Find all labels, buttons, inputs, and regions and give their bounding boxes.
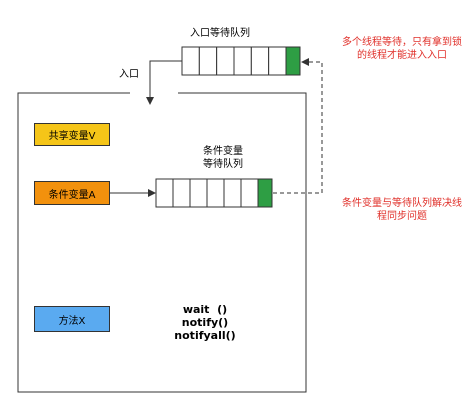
condition-queue-active-slot: [257, 178, 273, 208]
shared-variable-box: 共享变量V: [34, 123, 110, 146]
monitor-outline: [17, 92, 307, 393]
condition-variable-box: 条件变量A: [34, 181, 110, 205]
entry-queue-slot: [233, 46, 252, 76]
method-list: wait () notify() notifyall(): [160, 303, 250, 342]
method-notifyall: notifyall(): [174, 329, 236, 342]
entry-queue-slot: [250, 46, 270, 76]
note-bottom-line2: 程同步问题: [377, 211, 427, 222]
method-wait: wait (): [182, 303, 228, 316]
entry-label: 入口: [119, 69, 139, 80]
entry-arrow: [146, 60, 182, 105]
note-top-line1: 多个线程等待，只有拿到锁: [342, 37, 462, 48]
note-bottom: 条件变量与等待队列解决线 程同步问题: [332, 197, 472, 223]
note-bottom-line1: 条件变量与等待队列解决线: [342, 198, 462, 209]
entry-queue: [181, 46, 301, 76]
entry-queue-active-slot: [285, 46, 301, 76]
condition-queue-slot: [172, 178, 191, 208]
entry-queue-label: 入口等待队列: [190, 28, 250, 39]
condition-queue-label-line1: 条件变量: [203, 146, 243, 157]
condition-queue-label-line2: 等待队列: [203, 159, 243, 170]
entry-queue-slot: [181, 46, 200, 76]
note-top-line2: 的线程才能进入入口: [357, 50, 447, 61]
entry-queue-slot: [268, 46, 287, 76]
entry-queue-slot: [198, 46, 218, 76]
condition-queue-slot: [240, 178, 259, 208]
dashed-return-arrow: [273, 58, 323, 194]
condition-queue-slot: [206, 178, 225, 208]
condition-queue-slot: [223, 178, 242, 208]
note-top: 多个线程等待，只有拿到锁 的线程才能进入入口: [332, 36, 472, 62]
method-box: 方法X: [34, 306, 110, 332]
condition-queue-slot: [189, 178, 208, 208]
entry-queue-slot: [216, 46, 235, 76]
condition-queue-slot: [155, 178, 174, 208]
condition-queue: [155, 178, 273, 208]
method-notify: notify(): [181, 316, 229, 329]
